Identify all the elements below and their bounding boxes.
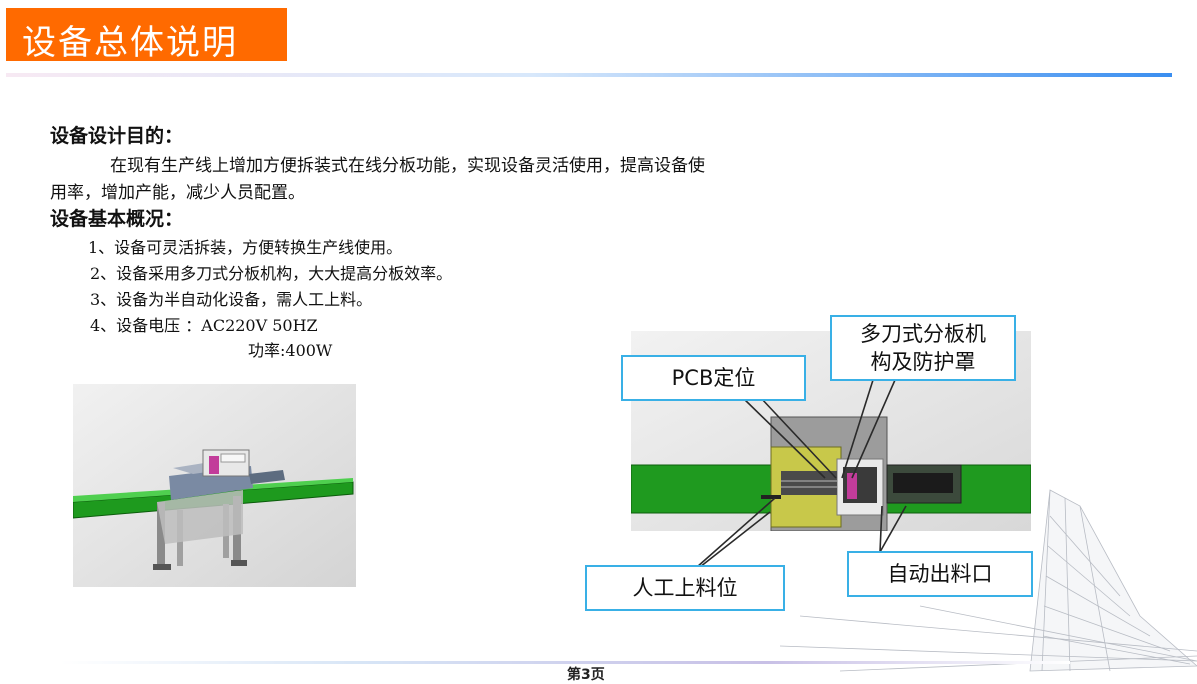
overview-item-4: 4、设备电压 ：AC220V 50HZ [90,316,318,335]
page-title: 设备总体说明 [22,23,238,63]
overview-heading: 设备基本概况： [50,208,184,230]
callout-pcb-positioning: PCB定位 [621,355,806,401]
callout-multi-blade-cutter: 多刀式分板机 构及防护罩 [830,315,1016,381]
purpose-heading: 设备设计目的： [50,125,184,147]
footer-divider [60,661,1070,664]
callout-cutter-line-1: 多刀式分板机 [860,322,986,346]
overview-item-3: 3、设备为半自动化设备，需人工上料。 [90,290,373,309]
purpose-line-2: 用率，增加产能，减少人员配置。 [50,183,305,203]
callout-auto-outlet: 自动出料口 [847,551,1033,597]
callout-manual-loading: 人工上料位 [585,565,785,611]
overview-item-1: 1、设备可灵活拆装，方便转换生产线使用。 [88,238,403,257]
callout-cutter-line-2: 构及防护罩 [870,350,976,374]
decorative-building-sketch [780,489,1197,672]
machine-isometric-image [73,384,356,587]
header-divider [6,73,1172,77]
purpose-line-1: 在现有生产线上增加方便拆装式在线分板功能，实现设备灵活使用，提高设备使 [110,156,705,176]
title-banner: 设备总体说明 [6,8,287,63]
overview-power: 功率:400W [248,341,333,360]
overview-item-2: 2、设备采用多刀式分板机构，大大提高分板效率。 [90,264,453,283]
page-number: 第3页 [567,667,605,683]
